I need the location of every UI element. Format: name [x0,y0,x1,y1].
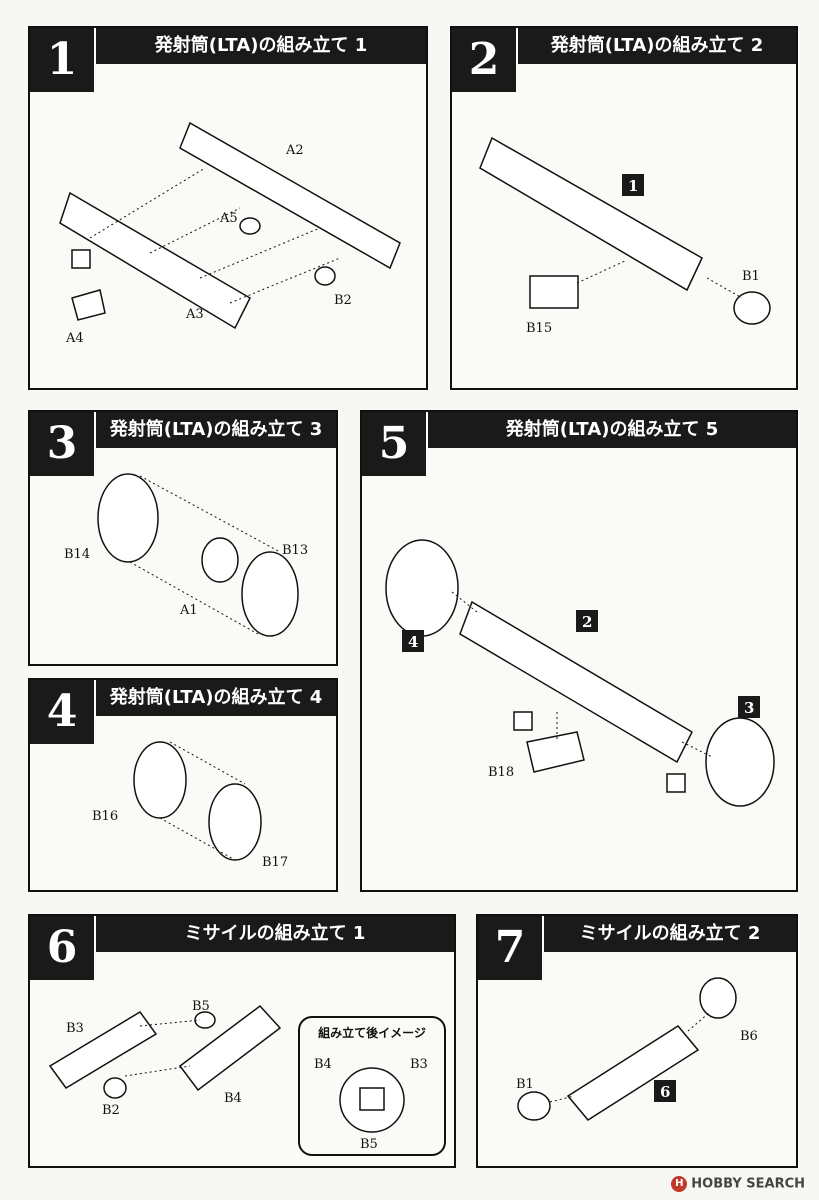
hobby-search-logo-icon: H [671,1176,688,1192]
step-6-number: 6 [30,916,94,980]
part-a5-shape [239,217,261,235]
step-5-tag-3: 3 [738,696,760,718]
step-7-title: ミサイルの組み立て 2 [544,916,796,952]
part-b5-shape [194,1011,216,1029]
svg-text:1: 1 [628,177,638,195]
part-label-a3: A3 [185,307,204,322]
part-b2-shape [314,266,336,286]
assembled-image-inset: 組み立て後イメージ B4 B3 B5 [298,1016,446,1156]
part-b18-shape [526,731,585,773]
step-1-number: 1 [30,28,94,92]
step-6-diagram: B3 B5 B2 B4 [48,999,282,1118]
part-b14-shape [97,473,159,563]
part-label-b15: B15 [526,321,552,336]
part-label-b4: B4 [224,1091,242,1106]
part-label-b16: B16 [92,809,118,824]
part-label-b2: B2 [334,293,352,308]
step-4-panel: 発射筒(LTA)の組み立て 4 4 B16 B17 [28,678,338,892]
part-b13-shape [241,551,299,637]
no-glue-mark-icon-2 [666,773,686,793]
step-1-panel: 発射筒(LTA)の組み立て 1 1 A2 A5 B2 A3 A4 [28,26,428,390]
part-label-b14: B14 [64,547,90,562]
part-label-b1: B1 [516,1077,534,1092]
svg-text:3: 3 [744,699,754,717]
part-b6-shape [699,977,737,1019]
svg-text:6: 6 [660,1083,670,1101]
step-4-title: 発射筒(LTA)の組み立て 4 [96,680,336,716]
step-5-diagram: 2 4 3 B18 [385,539,775,807]
part-b4-shape [178,1004,282,1092]
missile-body-shape [566,1025,700,1121]
step-4-diagram: B16 B17 [92,741,288,870]
step-7-number: 7 [478,916,542,980]
launcher-tube-shape [459,600,693,764]
part-label-b6: B6 [740,1029,758,1044]
step-6-panel: ミサイルの組み立て 1 6 B3 B5 B2 B4 組み立て後イメージ B4 B… [28,914,456,1168]
inset-diagram: B4 B3 B5 [314,1057,428,1152]
part-b2-shape [103,1077,127,1099]
step-5-title: 発射筒(LTA)の組み立て 5 [428,412,796,448]
part-lta3-shape [705,717,775,807]
part-label-b1: B1 [742,269,760,284]
step-5-number: 5 [362,412,426,476]
part-a4-shape [71,289,106,321]
part-b16-shape [133,741,187,819]
part-label-a4: A4 [65,331,84,346]
inset-label-b3: B3 [410,1057,428,1072]
no-glue-mark-icon [513,711,533,731]
part-b3-shape [48,1011,158,1089]
launcher-tube-shape [479,136,703,292]
step-2-title: 発射筒(LTA)の組み立て 2 [518,28,796,64]
step-4-number: 4 [30,680,94,744]
part-label-b17: B17 [262,855,288,870]
part-label-a1: A1 [179,603,198,618]
step-2-diagram: 1 B1 B15 [479,136,771,336]
step-2-header: 発射筒(LTA)の組み立て 2 [452,28,796,64]
step-2-number: 2 [452,28,516,92]
step-2-tag: 1 [622,174,644,196]
step-1-title: 発射筒(LTA)の組み立て 1 [96,28,426,64]
part-b1-shape [517,1091,551,1121]
part-label-a5: A5 [219,211,238,226]
part-b15-shape [529,275,579,309]
part-a2-shape [179,121,401,270]
step-5-tag-2: 2 [576,610,598,632]
step-3-diagram: B14 B13 A1 [64,473,308,637]
step-3-title: 発射筒(LTA)の組み立て 3 [96,412,336,448]
step-1-diagram: A2 A5 B2 A3 A4 [59,121,401,346]
step-7-diagram: 6 B6 B1 [516,977,758,1121]
svg-text:2: 2 [582,613,592,631]
svg-text:4: 4 [408,633,418,651]
part-a1-shape [201,537,239,583]
step-3-panel: 発射筒(LTA)の組み立て 3 3 B14 B13 A1 [28,410,338,666]
step-3-header: 発射筒(LTA)の組み立て 3 [30,412,336,448]
part-label-b2: B2 [102,1103,120,1118]
part-label-b18: B18 [488,765,514,780]
part-label-b5: B5 [192,999,210,1014]
part-a3-shape [59,191,251,330]
step-2-panel: 発射筒(LTA)の組み立て 2 2 1 B1 B15 [450,26,798,390]
inset-label-b5: B5 [360,1137,378,1152]
watermark-text: HOBBY SEARCH [691,1176,805,1192]
step-1-header: 発射筒(LTA)の組み立て 1 [30,28,426,64]
part-label-b13: B13 [282,543,308,558]
part-label-b3: B3 [66,1021,84,1036]
step-6-title: ミサイルの組み立て 1 [96,916,454,952]
part-label-a2: A2 [285,143,304,158]
inset-label-b4: B4 [314,1057,332,1072]
step-7-panel: ミサイルの組み立て 2 7 6 B6 B1 [476,914,798,1168]
step-6-header: ミサイルの組み立て 1 [30,916,454,952]
part-lta4-shape [385,539,459,637]
step-3-number: 3 [30,412,94,476]
step-5-tag-4: 4 [402,630,424,652]
inset-title: 組み立て後イメージ [318,1026,426,1040]
part-b17-shape [208,783,262,861]
part-b1-shape [733,291,771,325]
step-7-tag: 6 [654,1080,676,1102]
no-glue-mark-icon [71,249,91,269]
step-5-header: 発射筒(LTA)の組み立て 5 [362,412,796,448]
missile-cross-section-shape [339,1067,405,1133]
step-5-panel: 発射筒(LTA)の組み立て 5 5 2 4 3 B18 [360,410,798,892]
